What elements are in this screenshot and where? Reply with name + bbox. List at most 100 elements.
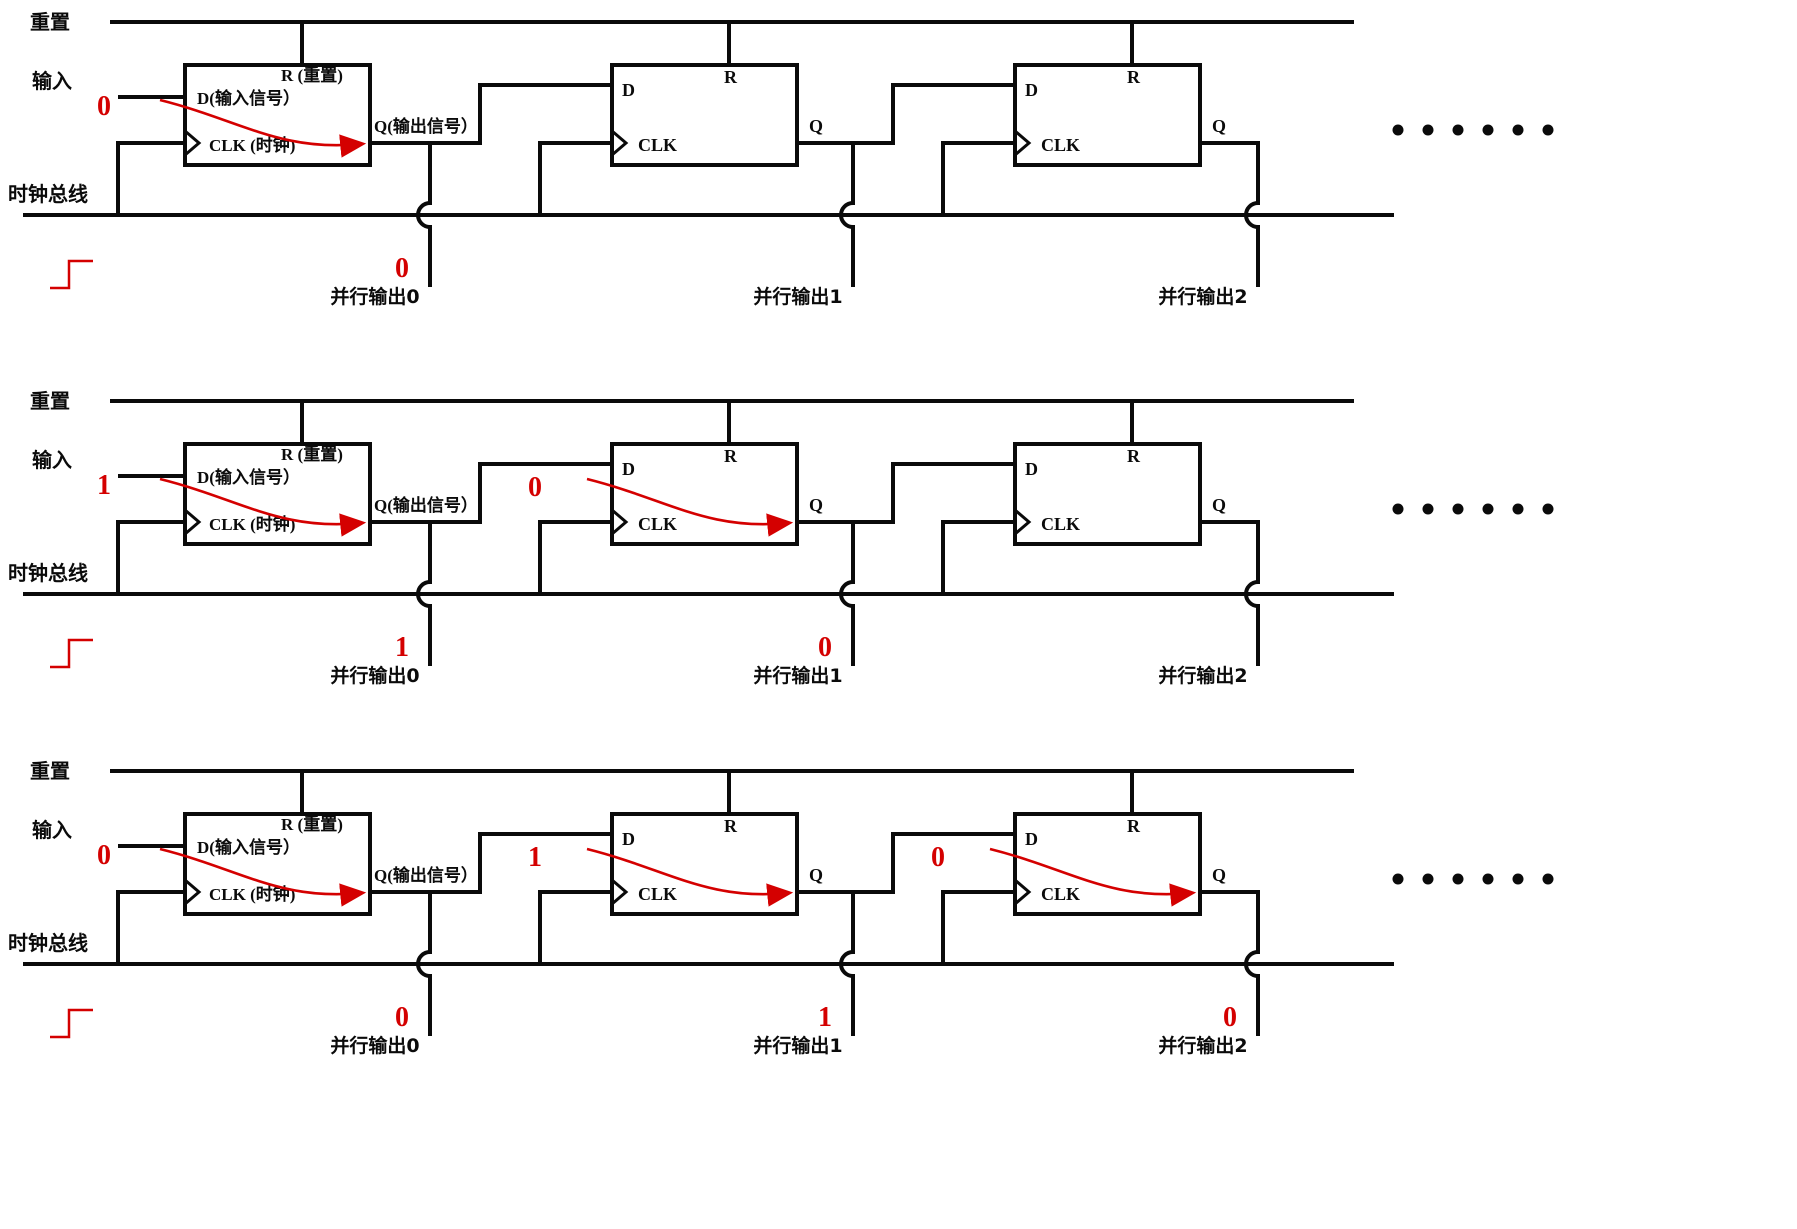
shift-arrow bbox=[989, 847, 1197, 907]
flipflop-body bbox=[1013, 63, 1202, 167]
wire-hop-arc bbox=[839, 950, 854, 978]
flipflop-r-label: R (重置) bbox=[281, 65, 343, 85]
flipflop-d-label: D(输入信号） bbox=[197, 88, 300, 108]
clk-edge-triangle-icon bbox=[184, 878, 202, 906]
parallel-output-label: 并行输出2 bbox=[1158, 664, 1247, 687]
flipflop-body bbox=[1013, 812, 1202, 916]
clk-edge-triangle-icon bbox=[184, 508, 202, 536]
flipflop-clk-label: CLK bbox=[638, 514, 677, 534]
shift-arrow bbox=[159, 477, 367, 537]
incoming-bit-value: 0 bbox=[931, 842, 945, 873]
ellipsis-dot bbox=[1512, 124, 1524, 136]
shift-arrow bbox=[586, 477, 794, 537]
wire-hop-arc bbox=[416, 580, 431, 608]
ellipsis-dot bbox=[1392, 124, 1404, 136]
flipflop-q-label: Q bbox=[1212, 116, 1226, 136]
ellipsis-dot bbox=[1422, 124, 1434, 136]
flipflop-clk-label: CLK bbox=[638, 135, 677, 155]
reset-bus-label: 重置 bbox=[30, 10, 70, 34]
flipflop-clk-label: CLK (时钟) bbox=[209, 135, 295, 155]
flipflop-d-label: D(输入信号） bbox=[197, 467, 300, 487]
ellipsis-dot bbox=[1512, 503, 1524, 515]
flipflop-r-label: R bbox=[1127, 816, 1141, 836]
reset-bus-label: 重置 bbox=[30, 759, 70, 783]
flipflop-r-label: R (重置) bbox=[281, 814, 343, 834]
flipflop-d-label: D bbox=[1025, 829, 1038, 849]
flipflop-clk-label: CLK bbox=[1041, 884, 1080, 904]
flipflop-d-label: D bbox=[622, 829, 635, 849]
parallel-output-label: 并行输出2 bbox=[1158, 285, 1247, 308]
clk-edge-triangle-icon bbox=[611, 129, 629, 157]
wire-hop-arc bbox=[416, 950, 431, 978]
clk-edge-triangle-icon bbox=[611, 878, 629, 906]
flipflop-d-label: D bbox=[622, 80, 635, 100]
parallel-output-value: 1 bbox=[818, 1002, 832, 1033]
flipflop-r-label: R bbox=[724, 446, 738, 466]
flipflop-q-label: Q bbox=[1212, 495, 1226, 515]
clk-edge-triangle-icon bbox=[1014, 129, 1032, 157]
flipflop-r-label: R bbox=[724, 67, 738, 87]
ellipsis-dot bbox=[1482, 124, 1494, 136]
shift-arrow bbox=[586, 847, 794, 907]
flipflop-d-label: D bbox=[622, 459, 635, 479]
ellipsis-dot bbox=[1452, 873, 1464, 885]
flipflop-q-label: Q bbox=[809, 865, 823, 885]
flipflop-q-label: Q(输出信号） bbox=[374, 116, 478, 136]
ellipsis-dot bbox=[1542, 873, 1554, 885]
parallel-output-value: 0 bbox=[395, 253, 409, 284]
clock-bus-label: 时钟总线 bbox=[8, 182, 88, 206]
parallel-output-value: 0 bbox=[395, 1002, 409, 1033]
parallel-output-label: 并行输出1 bbox=[753, 664, 842, 687]
parallel-output-label: 并行输出2 bbox=[1158, 1034, 1247, 1057]
serial-input-value: 0 bbox=[97, 91, 111, 122]
clock-rising-edge-icon bbox=[50, 259, 93, 290]
shift-arrow bbox=[159, 98, 367, 158]
clock-rising-edge-icon bbox=[50, 1008, 93, 1039]
ellipsis-dot bbox=[1512, 873, 1524, 885]
clk-edge-triangle-icon bbox=[1014, 878, 1032, 906]
ellipsis-dot bbox=[1452, 124, 1464, 136]
parallel-output-value: 1 bbox=[395, 632, 409, 663]
flipflop-d-label: D(输入信号） bbox=[197, 837, 300, 857]
flipflop-clk-label: CLK (时钟) bbox=[209, 514, 295, 534]
clock-rising-edge-icon bbox=[50, 638, 93, 669]
ellipsis-dot bbox=[1452, 503, 1464, 515]
flipflop-r-label: R (重置) bbox=[281, 444, 343, 464]
flipflop-q-label: Q bbox=[809, 495, 823, 515]
ellipsis-dot bbox=[1542, 124, 1554, 136]
flipflop-clk-label: CLK bbox=[1041, 514, 1080, 534]
serial-input-value: 1 bbox=[97, 470, 111, 501]
wire-hop-arc bbox=[1244, 201, 1259, 229]
serial-input-value: 0 bbox=[97, 840, 111, 871]
flipflop-r-label: R bbox=[724, 816, 738, 836]
incoming-bit-value: 0 bbox=[528, 472, 542, 503]
flipflop-body bbox=[1013, 442, 1202, 546]
flipflop-d-label: D bbox=[1025, 459, 1038, 479]
flipflop-clk-label: CLK (时钟) bbox=[209, 884, 295, 904]
serial-input-label: 输入 bbox=[32, 69, 72, 93]
parallel-output-value: 0 bbox=[818, 632, 832, 663]
wire-hop-arc bbox=[839, 201, 854, 229]
incoming-bit-value: 1 bbox=[528, 842, 542, 873]
flipflop-body bbox=[183, 442, 372, 546]
clock-bus-label: 时钟总线 bbox=[8, 561, 88, 585]
parallel-output-label: 并行输出1 bbox=[753, 1034, 842, 1057]
shift-arrow bbox=[159, 847, 367, 907]
parallel-output-label: 并行输出0 bbox=[330, 664, 419, 687]
parallel-output-label: 并行输出0 bbox=[330, 285, 419, 308]
flipflop-r-label: R bbox=[1127, 67, 1141, 87]
clock-bus-label: 时钟总线 bbox=[8, 931, 88, 955]
flipflop-d-label: D bbox=[1025, 80, 1038, 100]
